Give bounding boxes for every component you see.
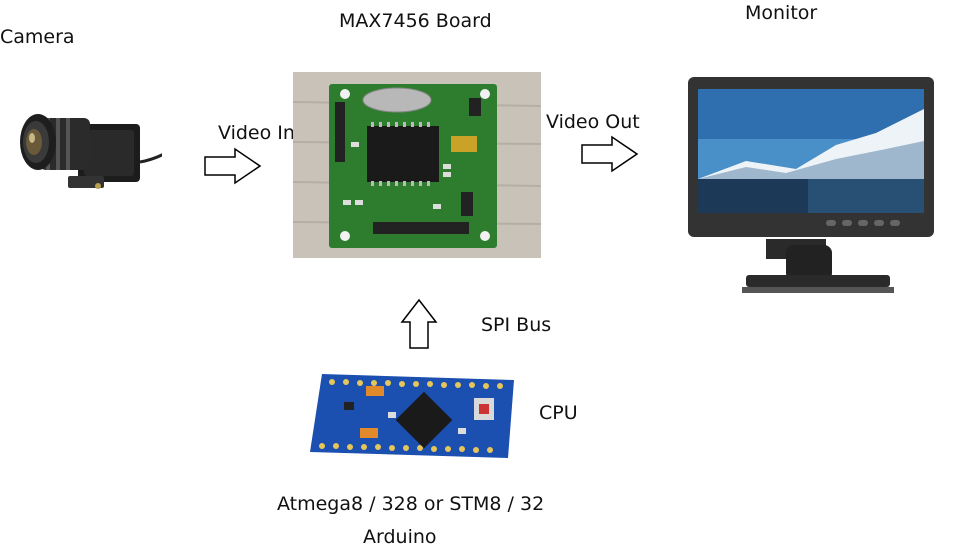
video-out-arrow [581,135,639,173]
cpu-options-label: Atmega8 / 328 or STM8 / 32 [277,493,545,515]
max7456-board-image [293,72,541,258]
video-out-label: Video Out [546,111,640,133]
board-title: MAX7456 Board [339,10,492,32]
monitor-label: Monitor [745,2,818,24]
video-in-arrow [204,147,262,185]
cpu-label: CPU [539,402,578,424]
cpu-board-image [310,374,514,458]
spi-bus-arrow [400,298,438,349]
spi-bus-label: SPI Bus [481,314,552,336]
video-in-label: Video In [218,122,295,144]
camera-image [20,114,162,189]
camera-label: Camera [0,26,75,48]
monitor-image [688,77,934,293]
arduino-label: Arduino [363,526,437,548]
